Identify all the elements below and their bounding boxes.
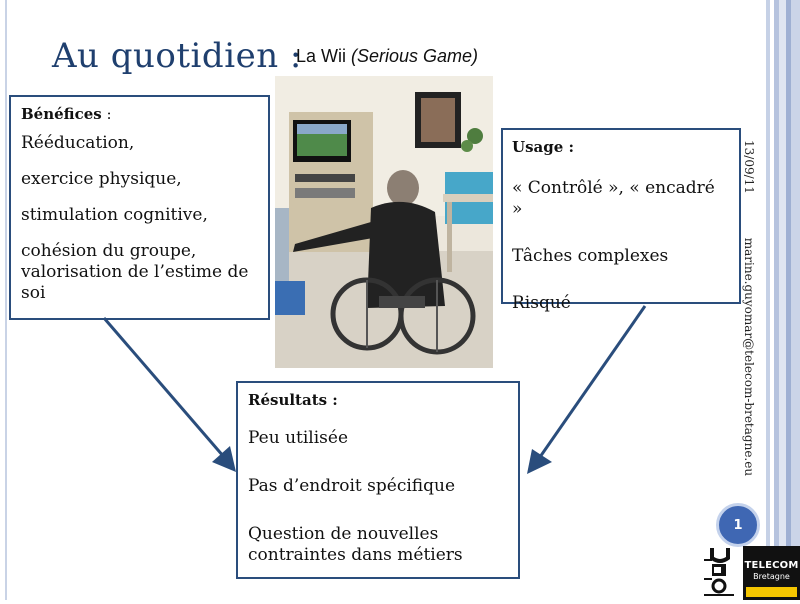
benefices-heading: Bénéfices : xyxy=(21,105,258,123)
slide-subtitle: La Wii (Serious Game) xyxy=(296,46,478,67)
slide-title: Au quotidien : xyxy=(52,36,302,76)
resultats-item: Peu utilisée xyxy=(248,428,349,448)
usage-heading: Usage : xyxy=(512,138,575,156)
subtitle-plain: La Wii xyxy=(296,46,352,66)
wii-photo-illustration xyxy=(275,76,493,368)
telecom-logo-line2: Bretagne xyxy=(753,572,790,581)
page-number-badge: 1 xyxy=(716,503,760,547)
benefices-box: Bénéfices : Rééducation, exercice physiq… xyxy=(9,95,270,320)
usage-item: « Contrôlé », « encadré » xyxy=(512,178,715,219)
arrowhead-right-icon xyxy=(527,449,552,474)
benefices-heading-colon: : xyxy=(101,105,112,123)
benefices-heading-text: Bénéfices xyxy=(21,105,102,123)
usage-item: Tâches complexes xyxy=(512,246,669,266)
subtitle-italic: (Serious Game) xyxy=(351,46,479,66)
arrow-usage-to-resultats xyxy=(538,305,647,458)
arrowhead-left-icon xyxy=(212,446,236,472)
side-vertical-text: 13/09/11 marine.guyomar@telecom-bretagne… xyxy=(740,140,756,476)
ubo-logo-icon xyxy=(704,548,734,596)
ubo-logo xyxy=(702,544,738,600)
telecom-logo-bar xyxy=(746,587,797,597)
resultats-heading: Résultats : xyxy=(248,391,338,409)
benefices-item: exercice physique, xyxy=(21,169,182,189)
resultats-item: Pas d’endroit spécifique xyxy=(248,476,456,496)
telecom-logo-line1: TELECOM xyxy=(744,560,799,571)
benefices-item: Rééducation, xyxy=(21,133,135,153)
telecom-bretagne-logo: TELECOM Bretagne xyxy=(743,546,800,600)
left-accent-line xyxy=(5,0,7,600)
right-decorative-stripes xyxy=(762,0,800,600)
slide-date: 13/09/11 xyxy=(742,140,756,194)
wii-photo xyxy=(275,76,493,368)
usage-box: Usage : « Contrôlé », « encadré » Tâches… xyxy=(501,128,741,313)
benefices-item: stimulation cognitive, xyxy=(21,205,208,225)
benefices-item: cohésion du groupe, valorisation de l’es… xyxy=(21,241,249,303)
resultats-box: Résultats : Peu utilisée Pas d’endroit s… xyxy=(236,381,520,579)
author-email: marine.guyomar@telecom-bretagne.eu xyxy=(742,237,756,477)
usage-item: Risqué xyxy=(512,293,571,313)
arrow-benefices-to-resultats xyxy=(102,317,226,458)
resultats-item: Question de nouvelles contraintes dans m… xyxy=(248,524,463,565)
